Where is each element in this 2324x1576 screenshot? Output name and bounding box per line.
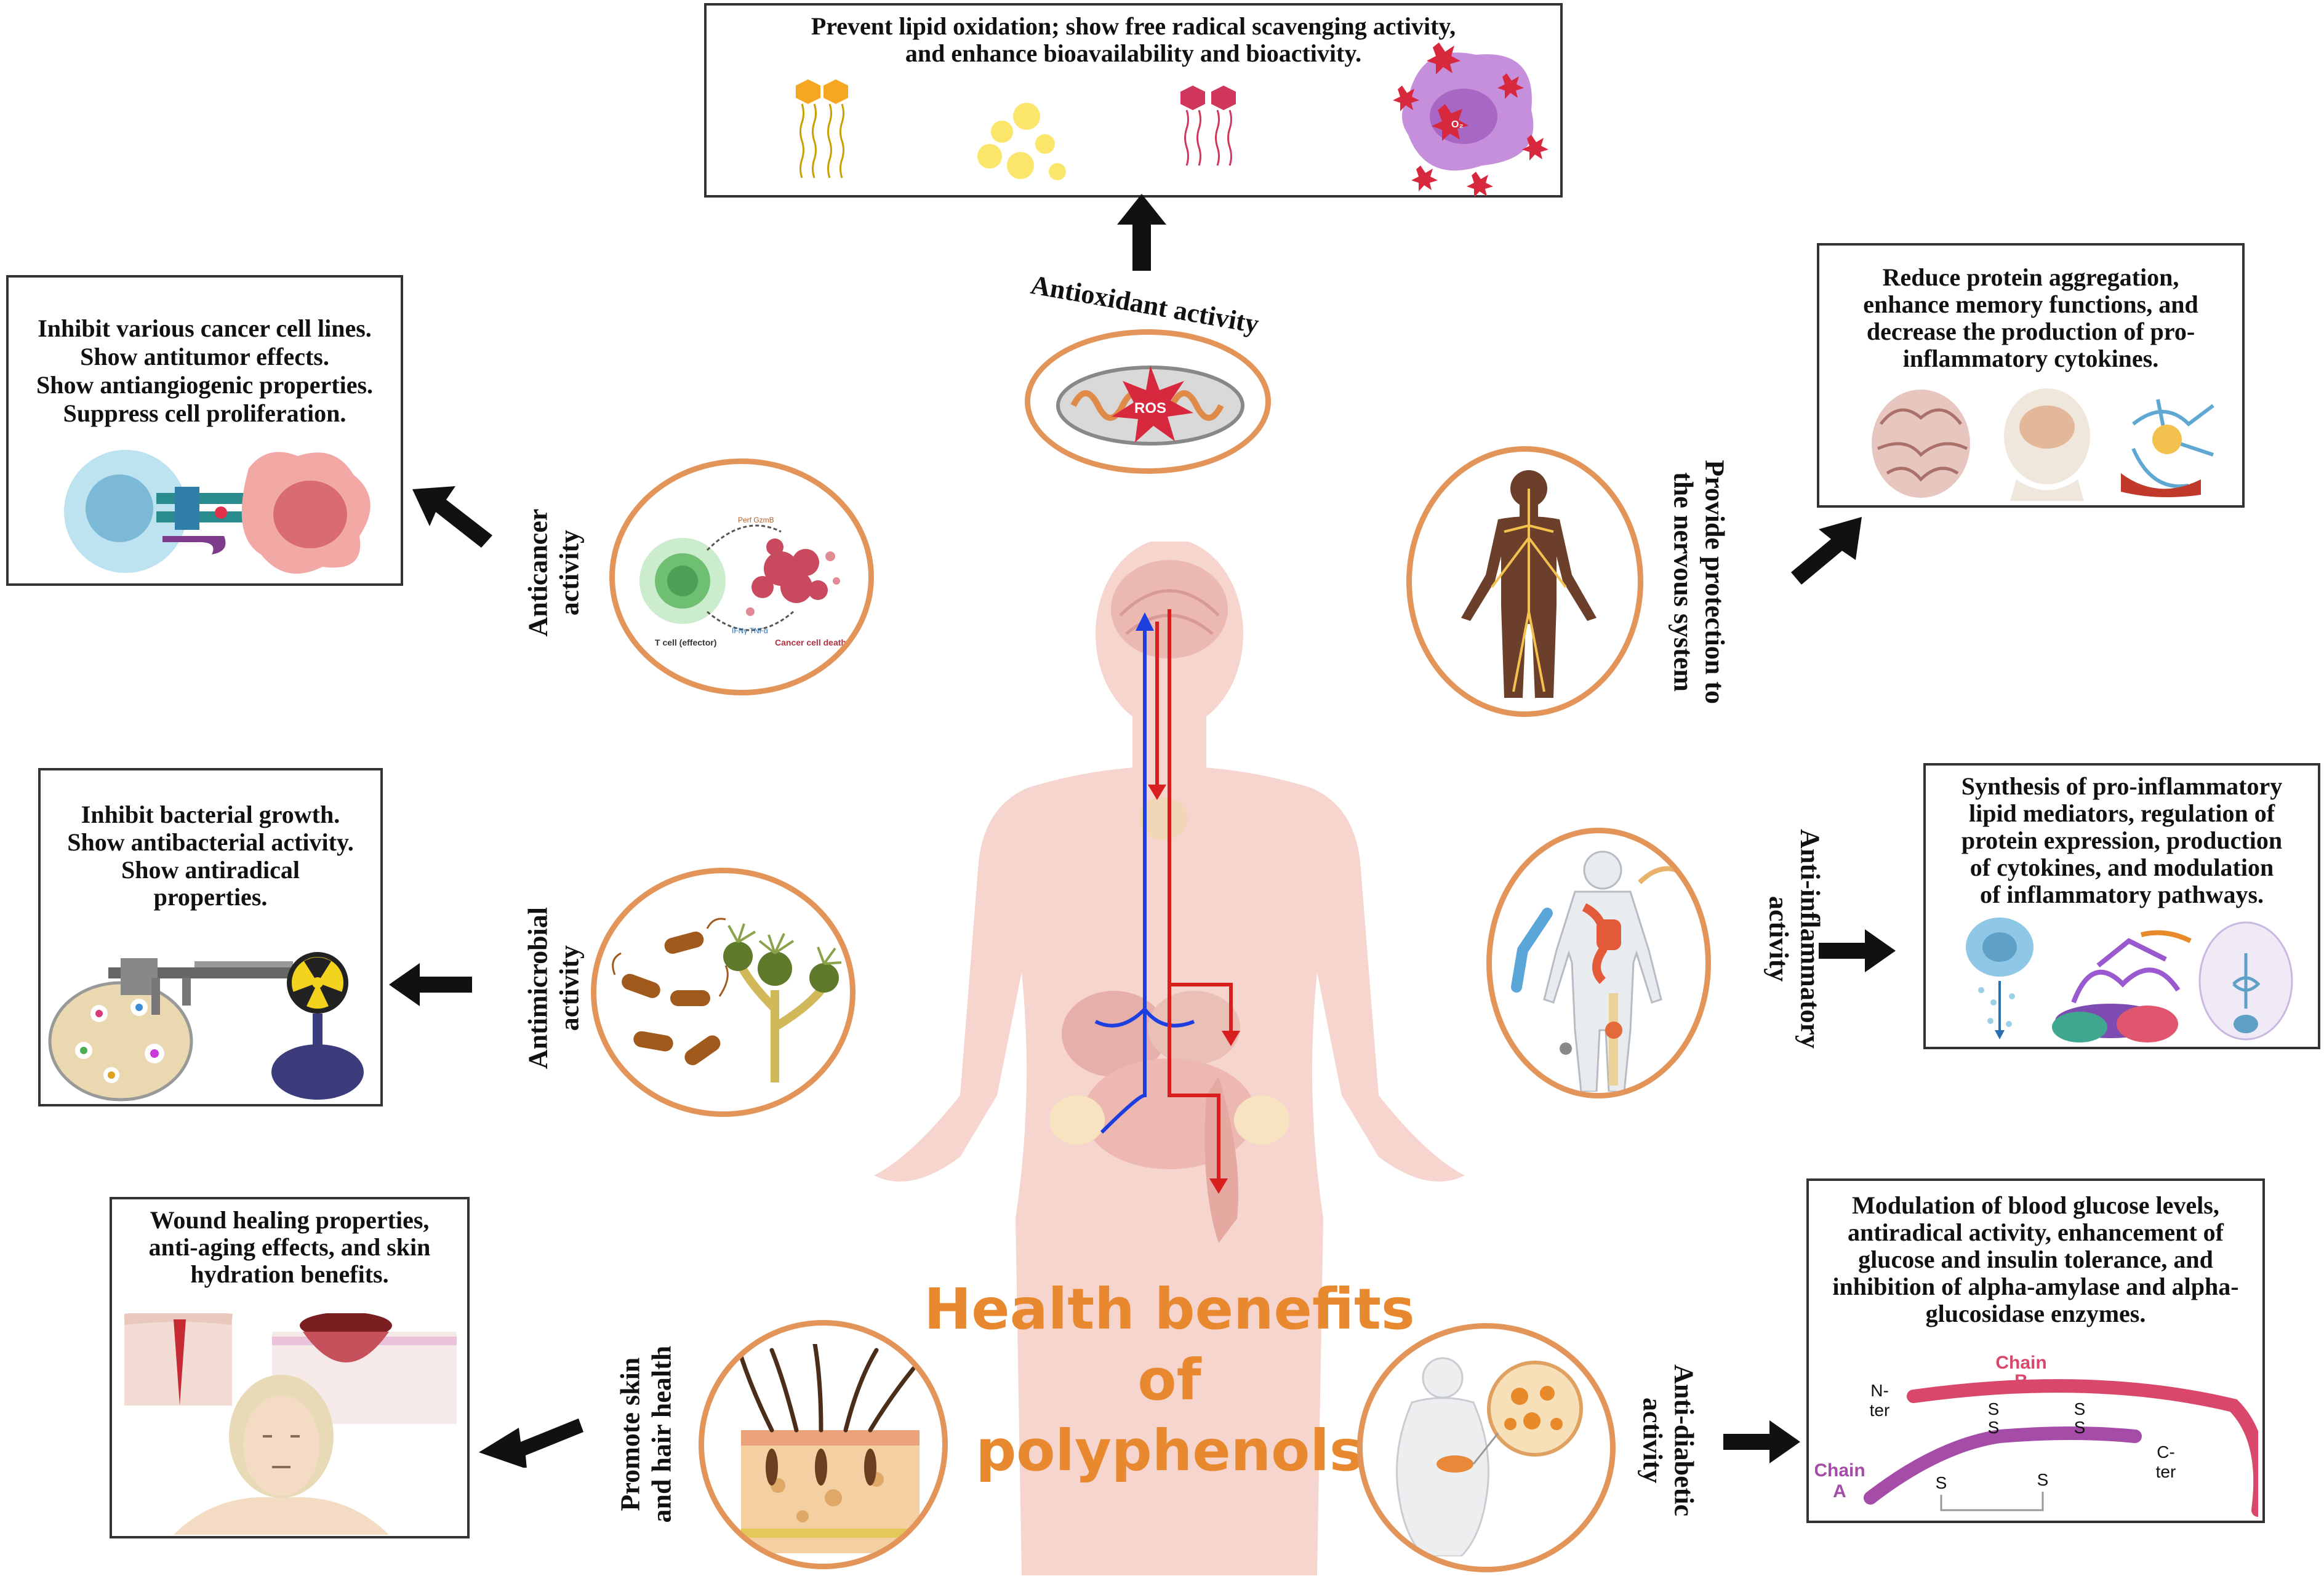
inflamed-body-icon [1511, 850, 1678, 1092]
ifng-label: IFNγ TNFα [732, 626, 768, 635]
petri-dish-caliper-radiation-icon [48, 952, 364, 1102]
tcell-cancer-interaction-icon [64, 450, 371, 574]
antimicrobial-box: Inhibit bacterial growth. Show antibacte… [38, 768, 383, 1106]
antiinflammatory-circle [1486, 828, 1711, 1098]
n-ter-label: N-ter [1870, 1381, 1890, 1420]
muscle [1204, 1077, 1238, 1243]
svg-text:S: S [1988, 1399, 2000, 1418]
svg-text:S: S [2074, 1418, 2086, 1437]
antioxidant-box-text: Prevent lipid oxidation; show free radic… [811, 12, 1456, 67]
cytokine-pathways-icon [1966, 918, 2293, 1042]
skin-hair-cross-section-icon [739, 1344, 920, 1553]
tcell-cancer-death-icon: T cell (effector) Cancer cell death IFNγ… [639, 516, 846, 647]
antimicrobial-circle [591, 868, 855, 1117]
main-title: Health benefits of polyphenols [924, 1276, 1415, 1484]
nervous-label: Provide protection to the nervous system [1669, 460, 1730, 704]
c-ter-label: C-ter [2156, 1442, 2176, 1481]
chain-a [1864, 1426, 2142, 1505]
ros-label: ROS [1134, 400, 1166, 417]
antimicrobial-box-text: Inhibit bacterial growth. Show antibacte… [67, 801, 354, 911]
svg-text:S: S [2074, 1399, 2086, 1418]
red-arrowhead-2 [1209, 1178, 1228, 1194]
pancreas-body-icon [1396, 1357, 1583, 1556]
adipose-left [1049, 1095, 1105, 1145]
nervous-circle [1406, 446, 1643, 717]
arrow-down-left-skin [479, 1418, 583, 1468]
antidiabetic-circle [1357, 1323, 1616, 1572]
skin-box: Wound healing properties, anti-aging eff… [110, 1197, 470, 1538]
blue-arrowhead [1136, 612, 1154, 631]
wound-aging-icon [124, 1313, 457, 1535]
nervous-system-figure-icon [1461, 470, 1597, 698]
phospholipid-icon [1180, 86, 1236, 166]
arrow-up [1117, 194, 1166, 271]
chain-b [1907, 1379, 2258, 1517]
tcell-label: T cell (effector) [655, 638, 716, 647]
arrow-left-antimicrobial [389, 963, 472, 1006]
svg-text:S: S [2037, 1470, 2049, 1489]
o2-label: O₂ [1451, 119, 1464, 130]
antidiabetic-box: Modulation of blood glucose levels, anti… [1806, 1178, 2265, 1523]
human-body-figure [874, 542, 1465, 1575]
svg-text:S: S [1988, 1418, 2000, 1437]
blue-pathway [1094, 622, 1195, 1134]
mitochondria-icon: ROS [1056, 366, 1244, 446]
skin-box-text: Wound healing properties, anti-aging eff… [148, 1206, 431, 1288]
skin-label: Promote skin and hair health [615, 1345, 676, 1523]
lipid-molecules-icon [796, 79, 848, 178]
antioxidant-box: Prevent lipid oxidation; show free radic… [704, 3, 1563, 198]
antiinflammatory-box: Synthesis of pro-inflammatory lipid medi… [1923, 763, 2320, 1049]
perf-label: Perf GzmB [738, 516, 774, 524]
skin-circle [699, 1320, 948, 1569]
antioxidant-circle: ROS [1025, 329, 1271, 474]
cancer-death-label: Cancer cell death [775, 638, 846, 647]
stomach [1148, 991, 1240, 1065]
antidiabetic-box-text: Modulation of blood glucose levels, anti… [1832, 1191, 2239, 1327]
antimicrobial-label: Antimicrobial activity [523, 907, 584, 1070]
anticancer-box: Inhibit various cancer cell lines. Show … [6, 275, 403, 586]
red-arrowhead-3 [1222, 1031, 1240, 1046]
red-pathway [1155, 609, 1233, 1182]
oxidative-cell-icon: O₂ [1393, 42, 1549, 196]
bacteria-fungi-icon [612, 918, 842, 1082]
anticancer-circle: T cell (effector) Cancer cell death IFNγ… [609, 458, 874, 695]
antiinflammatory-label: Anti-inflammatory activity [1764, 829, 1825, 1049]
nervous-box: Reduce protein aggregation, enhance memo… [1817, 243, 2245, 508]
droplets-icon [977, 103, 1066, 180]
arrow-up-right [1791, 517, 1862, 585]
svg-text:S: S [1936, 1473, 1947, 1492]
brain-head-neuron-icon [1872, 388, 2214, 501]
arrow-up-left [412, 486, 492, 548]
adipose-right [1234, 1095, 1289, 1145]
red-arrowhead-1 [1148, 785, 1166, 800]
pancreas [1139, 797, 1188, 840]
antiinflammatory-box-text: Synthesis of pro-inflammatory lipid medi… [1961, 772, 2283, 908]
antidiabetic-label: Anti-diabetic activity [1638, 1364, 1699, 1517]
arrow-right-antiinflammatory [1819, 929, 1896, 972]
nervous-box-text: Reduce protein aggregation, enhance memo… [1863, 263, 2198, 372]
anticancer-label: Anticancer activity [523, 508, 584, 637]
arrow-right-antidiabetic [1723, 1420, 1800, 1463]
anticancer-box-text: Inhibit various cancer cell lines. Show … [36, 314, 374, 427]
